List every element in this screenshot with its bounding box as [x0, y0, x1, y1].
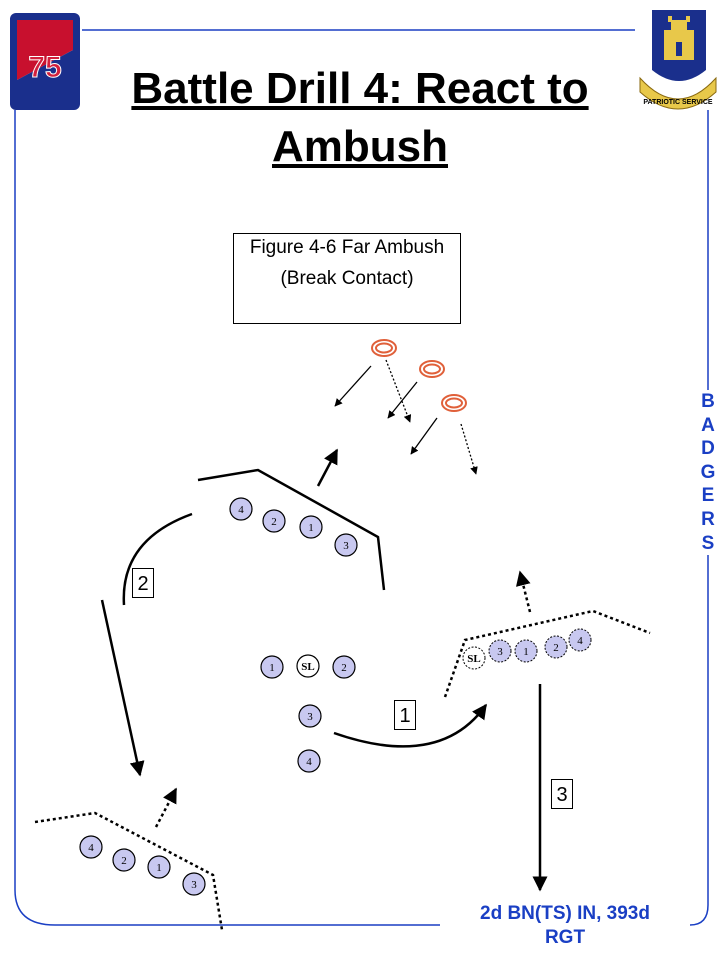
- soldier-marker: [79, 835, 103, 859]
- right-team-position: [443, 570, 651, 698]
- soldier-marker: [262, 509, 286, 533]
- side-letter: S: [701, 532, 715, 554]
- side-letter: E: [701, 485, 715, 507]
- soldier-marker: [297, 749, 321, 773]
- soldier-label: 3: [307, 711, 313, 723]
- soldier-marker: [299, 515, 323, 539]
- soldier-marker: [147, 855, 171, 879]
- page-title: Battle Drill 4: React to Ambush: [131, 64, 589, 171]
- move-label-1: 1: [394, 700, 416, 730]
- side-vertical-text: B A D G E R S: [698, 390, 718, 556]
- squad-leader-label: SL: [467, 653, 480, 665]
- figure-caption: Figure 4-6 Far Ambush (Break Contact): [233, 233, 461, 324]
- soldier-marker: [229, 497, 253, 521]
- soldier-marker: [544, 635, 568, 659]
- soldier-marker: [182, 872, 206, 896]
- squad-leader-marker: [296, 654, 320, 678]
- soldier-marker: [514, 639, 538, 663]
- frame-right-line: [689, 110, 709, 926]
- move-2-path-start: [122, 512, 193, 606]
- footer-line2: RGT: [544, 927, 586, 948]
- soldier-marker: [568, 628, 592, 652]
- soldier-label: 4: [306, 756, 312, 768]
- soldier-marker: [334, 533, 358, 557]
- soldier-label: 4: [577, 635, 583, 647]
- enemy-marker-inner: [445, 397, 463, 409]
- soldier-label: 2: [271, 516, 277, 528]
- side-letter: B: [701, 391, 715, 412]
- figure-caption-line1: Figure 4-6 Far Ambush: [249, 237, 445, 258]
- soldier-label: 2: [121, 855, 127, 867]
- squad-leader-label: SL: [301, 661, 314, 673]
- enemy-marker: [419, 360, 445, 378]
- regimental-crest-logo: PATRIOTIC SERVICE: [639, 10, 717, 110]
- move-label-2: 2: [132, 568, 154, 598]
- soldier-label: 1: [156, 862, 162, 874]
- soldier-marker: [260, 655, 284, 679]
- upper-team-position: [122, 448, 386, 606]
- footer-line1: 2d BN(TS) IN, 393d: [480, 903, 650, 924]
- soldier-label: 4: [238, 504, 244, 516]
- soldier-label: 3: [191, 879, 197, 891]
- soldier-label: 2: [553, 642, 559, 654]
- lower-left-position: [34, 787, 224, 931]
- squad-leader-marker: [462, 646, 486, 670]
- soldier-marker: [298, 704, 322, 728]
- soldier-label: 3: [497, 646, 503, 658]
- side-letter: A: [701, 414, 715, 436]
- move-1-arrow: [333, 703, 488, 748]
- enemy-fire-arrows: [334, 359, 478, 475]
- enemy-positions: [371, 339, 467, 412]
- soldier-label: 1: [308, 522, 314, 534]
- enemy-marker: [441, 394, 467, 412]
- soldier-label: 3: [343, 540, 349, 552]
- enemy-marker-inner: [375, 342, 393, 354]
- move-2-arrow: [100, 599, 145, 777]
- enemy-marker: [371, 339, 397, 357]
- frame-left-bottom-line: [14, 110, 445, 926]
- unit-footer: 2d BN(TS) IN, 393d RGT: [440, 902, 690, 950]
- figure-caption-line2: (Break Contact): [280, 268, 414, 289]
- slide-frame: [14, 29, 709, 926]
- soldier-label: 1: [269, 662, 275, 674]
- side-letter: G: [700, 461, 716, 483]
- move-label-3: 3: [551, 779, 573, 809]
- enemy-marker-inner: [423, 363, 441, 375]
- soldier-label: 2: [341, 662, 347, 674]
- side-letter: D: [701, 438, 715, 460]
- soldier-label: 1: [523, 646, 529, 658]
- division-patch-logo: 75: [10, 13, 80, 110]
- crest-motto: PATRIOTIC SERVICE: [643, 99, 713, 106]
- soldier-marker: [488, 639, 512, 663]
- soldier-marker: [112, 848, 136, 872]
- side-letter: R: [701, 508, 715, 530]
- patch-number: 75: [28, 51, 61, 84]
- soldier-label: 4: [88, 842, 94, 854]
- soldier-marker: [332, 655, 356, 679]
